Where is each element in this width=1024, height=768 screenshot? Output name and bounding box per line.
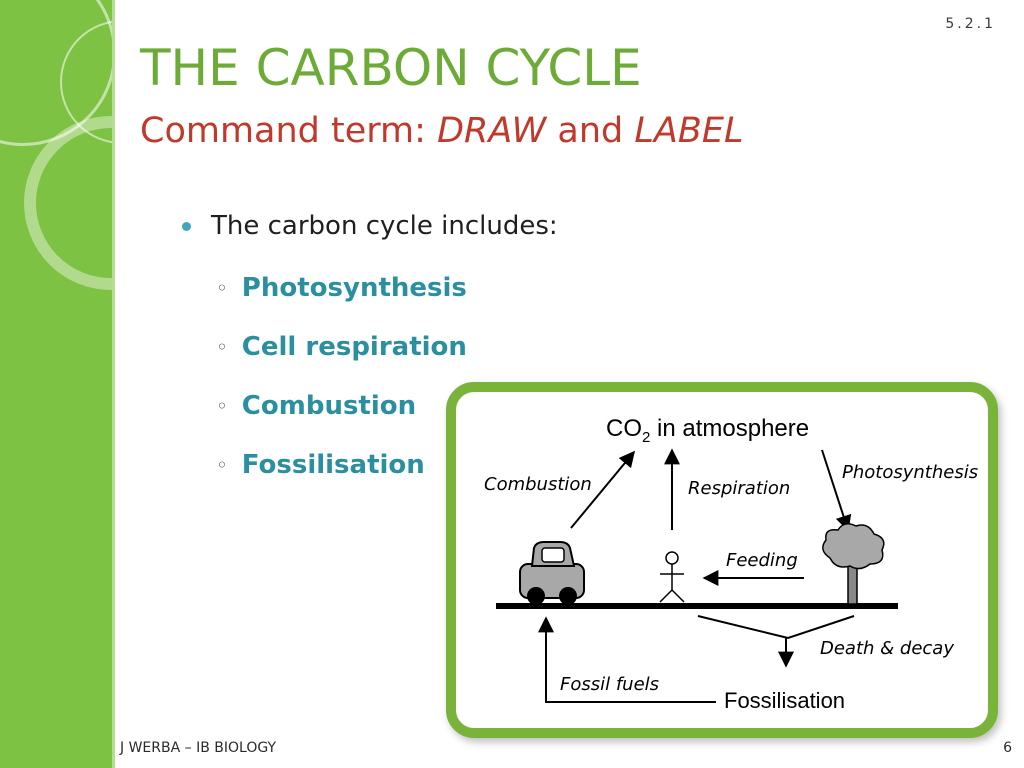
circle-bullet-icon: ◦: [216, 452, 228, 477]
combustion-label: Combustion: [484, 474, 592, 495]
sub-bullet-text: Photosynthesis: [241, 272, 467, 303]
death-decay-arrow: [697, 615, 855, 640]
circle-bullet-icon: ◦: [216, 393, 228, 418]
carbon-cycle-diagram: CO2 in atmosphere Combustion Respiration…: [484, 415, 978, 713]
sidebar-decoration: [0, 0, 112, 768]
sub-bullet-list: ◦ Photosynthesis ◦ Cell respiration ◦ Combu…: [182, 258, 558, 494]
sub-bullet-text: Combustion: [241, 390, 417, 421]
subtitle-prefix: Command term:: [140, 111, 438, 151]
person-icon: [659, 551, 685, 603]
sub-bullet-fossilisation: ◦ Fossilisation: [216, 435, 558, 494]
sub-bullet-combustion: ◦ Combustion: [216, 376, 558, 435]
photosynthesis-label: Photosynthesis: [842, 462, 978, 483]
sub-bullet-text: Cell respiration: [241, 331, 467, 362]
subtitle-term-label: LABEL: [634, 111, 744, 151]
death-decay-label: Death & decay: [820, 638, 954, 659]
sub-bullet-text: Fossilisation: [241, 449, 425, 480]
slide-title: THE CARBON CYCLE: [140, 39, 642, 97]
subtitle-joiner: and: [546, 111, 635, 151]
slide-section-number: 5.2.1: [945, 16, 996, 32]
footer-author: J WERBA – IB BIOLOGY: [120, 740, 277, 756]
tree-icon: [822, 523, 885, 605]
circle-bullet-icon: ◦: [216, 334, 228, 359]
fossilisation-label: Fossilisation: [724, 688, 845, 713]
sidebar-edge: [112, 0, 115, 768]
car-icon: [519, 541, 585, 605]
sub-bullet-photosynthesis: ◦ Photosynthesis: [216, 258, 558, 317]
combustion-arrow: [570, 450, 636, 529]
feeding-label: Feeding: [726, 550, 798, 571]
bullet-dot-icon: [182, 221, 191, 231]
fossil-fuels-label: Fossil fuels: [560, 674, 659, 695]
respiration-label: Respiration: [688, 478, 790, 499]
bullet-item: The carbon cycle includes:: [182, 200, 558, 252]
bullet-list: The carbon cycle includes: ◦ Photosynthes…: [182, 200, 558, 494]
circle-bullet-icon: ◦: [216, 275, 228, 300]
page-number: 6: [1003, 740, 1012, 756]
co2-atmosphere-label: CO2 in atmosphere: [606, 415, 809, 446]
subtitle-term-draw: DRAW: [437, 111, 547, 151]
sub-bullet-cell-respiration: ◦ Cell respiration: [216, 317, 558, 376]
photosynthesis-arrow: [821, 449, 852, 532]
slide-subtitle: Command term: DRAW and LABEL: [140, 108, 743, 154]
bullet-text: The carbon cycle includes:: [211, 211, 558, 241]
fossil-fuels-arrow: [538, 616, 716, 703]
